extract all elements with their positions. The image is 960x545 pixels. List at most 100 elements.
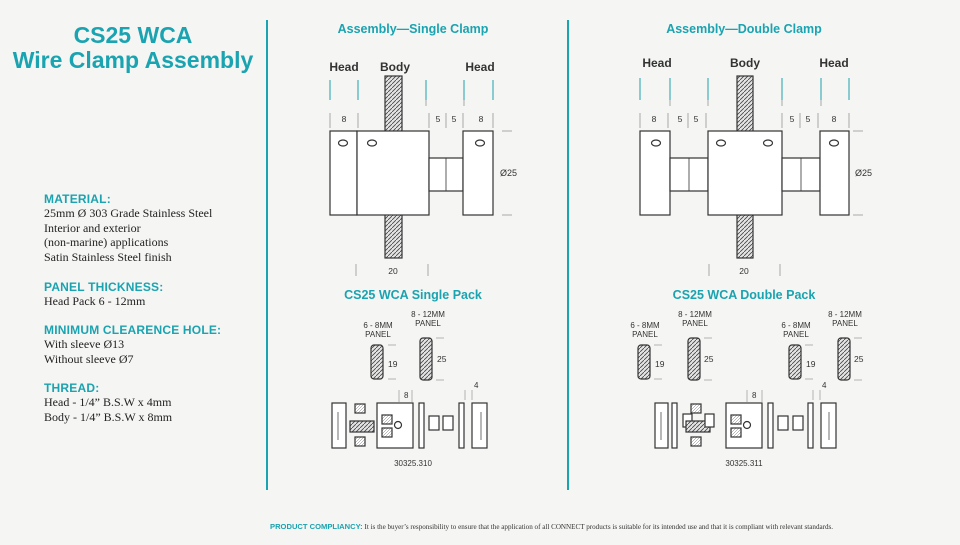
spec-line: Interior and exterior [44,220,141,235]
double-head-part-right [820,402,837,449]
single-body-hole [393,420,403,430]
single-pack-dim-lines [388,337,473,402]
single-bolt-19 [370,344,384,380]
double-dim-5-d: 5 [806,114,811,124]
double-dim-diameter: Ø25 [855,168,872,178]
single-bolt-25 [419,337,433,381]
double-panel-8-12-line2-b: PANEL [832,319,858,328]
double-dim-8-left: 8 [652,114,657,124]
double-hole [828,139,840,147]
spec-line: Body - 1/4” B.S.W x 8mm [44,409,173,424]
double-panel-8-12-line1-a: 8 - 12MM [678,310,712,319]
single-pack-title: CS25 WCA Single Pack [344,288,482,302]
spec-material: MATERIAL: 25mm Ø 303 Grade Stainless Ste… [44,192,264,264]
spec-line: Head - 1/4” B.S.W x 4mm [44,395,172,409]
footer-text: It is the buyer’s responsibility to ensu… [364,523,834,531]
single-dim-20: 20 [388,266,398,276]
single-right-head [462,130,494,216]
double-washer [767,402,774,449]
spec-line: With sleeve Ø13 [44,337,125,351]
double-pack-dim-lines [654,337,862,402]
double-label-head-left: Head [642,56,671,70]
double-dim-5-a: 5 [678,114,683,124]
single-hole [366,139,378,147]
spec-thread: THREAD: Head - 1/4” B.S.W x 4mm Body - 1… [44,381,264,424]
single-head-part [331,402,347,449]
spec-heading: MATERIAL: [44,192,111,206]
single-head-part-right [471,402,488,449]
double-dim-8-right: 8 [832,114,837,124]
single-panel-6-8-line2: PANEL [365,330,391,339]
double-body-block [707,130,783,216]
spec-panel-thickness: PANEL THICKNESS: Head Pack 6 - 12mm [44,280,264,309]
single-pack-dim-4: 4 [474,381,479,390]
single-panel-8-12-line1: 8 - 12MM [411,310,445,319]
double-dim-lines [639,100,863,276]
double-sleeve-top [690,403,702,414]
double-dim-5-b: 5 [694,114,699,124]
divider-middle [567,20,569,490]
double-dim-5-c: 5 [790,114,795,124]
double-assembly-title: Assembly—Double Clamp [666,22,822,36]
single-dim-diameter: Ø25 [500,168,517,178]
double-spacer [704,413,715,428]
double-teal-ticks [639,78,850,100]
double-body-thread-bottom [736,214,754,259]
single-hole [337,139,349,147]
footer-compliancy: PRODUCT COMPLIANCY: It is the buyer’s re… [270,522,950,531]
double-hole [762,139,774,147]
double-panel-6-8-line2-b: PANEL [783,330,809,339]
double-washer [807,402,814,449]
double-bolt-25-a [687,337,701,381]
double-left-head [639,130,671,216]
double-bolt-19-a [637,344,651,380]
single-dim-5-b: 5 [452,114,457,124]
single-part-code: 30325.310 [394,459,432,468]
single-washer [418,402,425,449]
double-pack-dim-4: 4 [822,381,827,390]
double-panel-8-12-line2-a: PANEL [682,319,708,328]
single-assembly-title: Assembly—Single Clamp [338,22,489,36]
single-len-25: 25 [437,354,447,364]
spec-heading: THREAD: [44,381,100,395]
single-panel-6-8-line1: 6 - 8MM [363,321,393,330]
double-body-thread-top [736,75,754,133]
double-head-part-left [654,402,669,449]
double-pack-dim-8: 8 [752,391,757,400]
double-panel-6-8-line1-a: 6 - 8MM [630,321,660,330]
double-label-body: Body [730,56,760,70]
double-len-25-b: 25 [854,354,864,364]
double-bolt-25-b [837,337,851,381]
single-pack-dim-8: 8 [404,391,409,400]
single-hole [474,139,486,147]
single-spacer [428,415,440,431]
single-label-head-left: Head [329,60,358,74]
double-spacer [777,415,789,431]
single-len-19: 19 [388,359,398,369]
spec-heading: MINIMUM CLEARENCE HOLE: [44,323,222,337]
page-title-line2: Wire Clamp Assembly [12,47,254,73]
single-body-thread-bottom [384,211,403,259]
double-body-hole [742,420,752,430]
double-pack-title: CS25 WCA Double Pack [673,288,816,302]
spec-line: Without sleeve Ø7 [44,351,134,366]
single-left-head [329,130,358,216]
spec-heading: PANEL THICKNESS: [44,280,164,294]
single-label-body: Body [380,60,410,74]
double-sleeve-bottom [690,436,702,447]
spec-line: Satin Stainless Steel finish [44,249,172,264]
single-spacer [442,415,454,431]
page-title-line1: CS25 WCA [73,22,193,48]
spec-line: (non-marine) applications [44,235,169,249]
single-washer [458,402,465,449]
double-hole [650,139,662,147]
double-bolt-19-b [788,344,802,380]
double-right-head [819,130,850,216]
double-len-19-b: 19 [806,359,816,369]
spec-clearance-hole: MINIMUM CLEARENCE HOLE: With sleeve Ø13 … [44,323,264,366]
single-dim-8-left: 8 [342,114,347,124]
single-label-head-right: Head [465,60,494,74]
double-label-head-right: Head [819,56,848,70]
single-grub-screw [349,420,375,433]
